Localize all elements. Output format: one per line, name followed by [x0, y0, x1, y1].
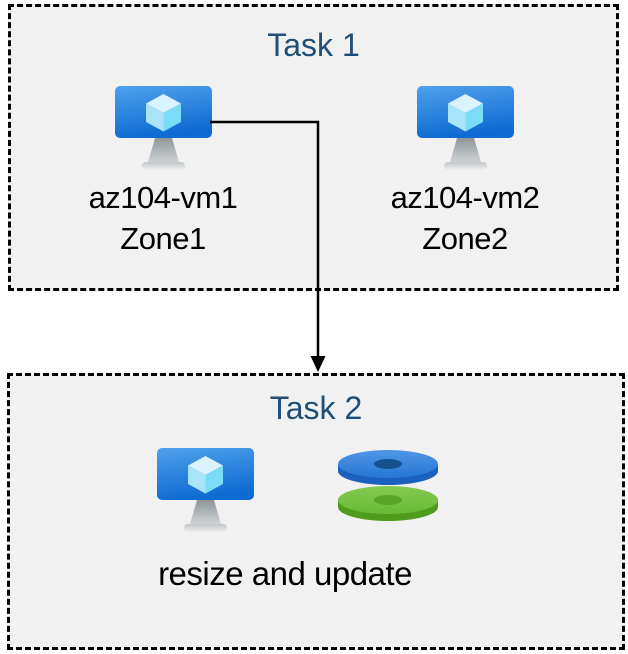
disks-icon [336, 449, 440, 521]
vm1-item: az104-vm1 Zone1 [53, 86, 273, 259]
task2-title: Task 2 [269, 390, 363, 426]
vm2-zone: Zone2 [422, 221, 508, 257]
vm1-zone: Zone1 [120, 221, 206, 257]
task2-caption: resize and update [158, 555, 412, 592]
vm1-name: az104-vm1 [88, 180, 238, 215]
virtual-machine-icon [157, 448, 254, 538]
virtual-machine-icon [114, 86, 212, 176]
task1-title: Task 1 [267, 27, 360, 63]
task2-group: Task 2 [7, 373, 625, 650]
vm2-item: az104-vm2 Zone2 [355, 86, 575, 259]
task2-icons [157, 448, 440, 538]
vm2-name: az104-vm2 [390, 180, 540, 215]
virtual-machine-icon [416, 86, 514, 176]
task1-group: Task 1 az104-vm1 Zone1 [8, 4, 619, 291]
